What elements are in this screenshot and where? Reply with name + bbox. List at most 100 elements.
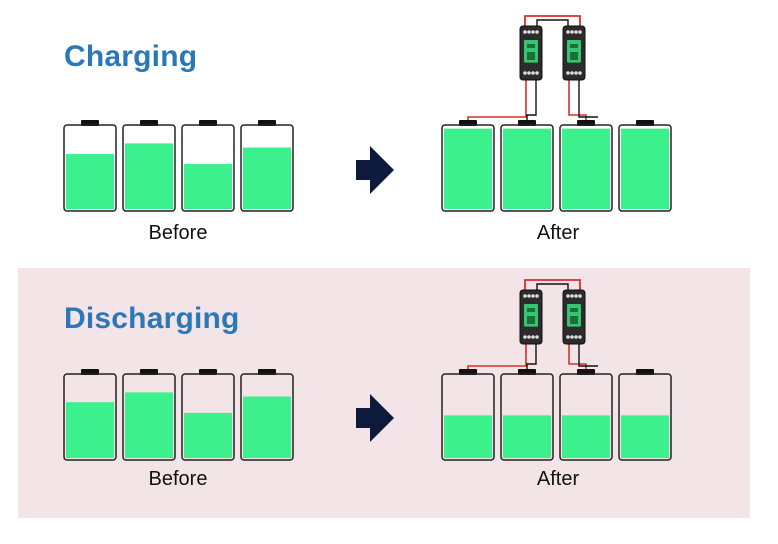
charging-before-label: Before (148, 222, 208, 244)
after-battery-2-outline (500, 373, 554, 461)
after-battery-4 (618, 369, 672, 461)
after-battery-3-fill (562, 415, 610, 458)
balancer-device-icon-1-terminal-dot (523, 71, 527, 75)
balance-wire-1 (467, 344, 527, 370)
balancer-device-icon-2-terminal-dot (570, 294, 574, 298)
balancer-device-icon-2-screen-digits (570, 52, 578, 60)
before-battery-2 (122, 120, 176, 212)
balance-wire-4 (578, 80, 598, 118)
before-battery-2-fill (125, 392, 173, 458)
balancer-device-icon-2-screen-line (570, 44, 578, 48)
before-battery-3-outline (181, 124, 235, 212)
balancer-device-icon-1-terminal-dot (523, 30, 527, 34)
balancer-device-icon-2-terminal-dot (578, 294, 582, 298)
after-battery-4-outline (618, 373, 672, 461)
before-battery-1-fill (66, 154, 114, 209)
before-battery-1 (63, 120, 117, 212)
balancer-device-icon-2-terminal-dot (574, 71, 578, 75)
before-battery-2-outline (122, 373, 176, 461)
balancer-device-icon-2 (562, 25, 586, 81)
balancer-device-icon-2-terminal-dot (566, 294, 570, 298)
balancer-device-icon-2-terminal-dot (574, 294, 578, 298)
charging-after-label: After (536, 222, 580, 244)
before-battery-1-outline (63, 124, 117, 212)
balancer-device-icon-2-terminal-dot (566, 335, 570, 339)
before-battery-1-outline (63, 373, 117, 461)
balance-wire-top (524, 15, 581, 26)
charging-title: Charging (64, 40, 198, 73)
after-battery-2-fill (503, 128, 551, 209)
balancer-device-icon-1-screen-digits (527, 316, 535, 324)
before-battery-2-fill (125, 143, 173, 209)
balancer-device-icon-1-terminal-dot (531, 294, 535, 298)
after-battery-1 (441, 120, 495, 212)
before-battery-4-fill (243, 147, 291, 209)
after-battery-3 (559, 369, 613, 461)
after-battery-4-fill (621, 128, 669, 209)
before-battery-3-fill (184, 163, 232, 209)
charging-panel: Charging Before After (0, 0, 778, 262)
after-battery-1-outline (441, 124, 495, 212)
charging-diagram (63, 15, 672, 212)
discharging-title: Discharging (64, 302, 240, 335)
before-battery-2-outline (122, 124, 176, 212)
before-battery-3-fill (184, 412, 232, 458)
before-battery-1 (63, 369, 117, 461)
right-arrow-icon (356, 146, 394, 194)
discharging-after-label: After (536, 468, 580, 490)
balancer-device-icon-1-terminal-dot (527, 294, 531, 298)
after-battery-4-outline (618, 124, 672, 212)
after-battery-2 (500, 120, 554, 212)
balance-wire-3 (568, 344, 587, 370)
discharging-panel: Discharging Before After (18, 268, 750, 518)
balancer-device-icon-1 (519, 289, 543, 345)
balancer-device-icon-1-terminal-dot (535, 294, 539, 298)
after-battery-3 (559, 120, 613, 212)
balance-wire-top-black (536, 19, 569, 26)
after-battery-1-fill (444, 415, 492, 458)
balancer-device-icon-2-terminal-dot (566, 30, 570, 34)
before-battery-3 (181, 369, 235, 461)
balancer-device-icon-1-terminal-dot (531, 71, 535, 75)
balancer-device-icon-2-terminal-dot (570, 335, 574, 339)
balancer-device-icon-2-terminal-dot (578, 71, 582, 75)
balancer-device-icon-2-terminal-dot (578, 30, 582, 34)
after-battery-3-outline (559, 124, 613, 212)
balancer-device-icon-2-terminal-dot (570, 71, 574, 75)
before-battery-3-outline (181, 373, 235, 461)
right-arrow-icon (356, 394, 394, 442)
discharging-diagram (63, 279, 672, 461)
balancer-device-icon-1 (519, 25, 543, 81)
after-battery-2 (500, 369, 554, 461)
balancer-device-icon-2-terminal-dot (570, 30, 574, 34)
balancer-device-icon-2-terminal-dot (574, 30, 578, 34)
balance-wire-2 (526, 80, 537, 121)
before-battery-4 (240, 120, 294, 212)
balancer-device-icon-1-terminal-dot (531, 30, 535, 34)
balancer-device-icon-1-terminal-dot (523, 294, 527, 298)
after-battery-4-fill (621, 415, 669, 458)
after-battery-3-fill (562, 128, 610, 209)
before-battery-4-fill (243, 396, 291, 458)
balancer-device-icon-1-terminal-dot (527, 335, 531, 339)
balancer-device-icon-2-terminal-dot (574, 335, 578, 339)
balancer-device-icon-1-screen-line (527, 308, 535, 312)
balancer-device-icon-2 (562, 289, 586, 345)
before-battery-1-fill (66, 402, 114, 458)
balance-wire-top (524, 279, 581, 290)
before-battery-3 (181, 120, 235, 212)
after-battery-1-fill (444, 128, 492, 209)
after-battery-1-outline (441, 373, 495, 461)
balance-wire-3 (568, 80, 587, 121)
balancer-device-icon-1-terminal-dot (523, 335, 527, 339)
before-battery-2 (122, 369, 176, 461)
before-battery-4-outline (240, 373, 294, 461)
balancer-device-icon-1-terminal-dot (527, 30, 531, 34)
balancer-device-icon-1-terminal-dot (535, 335, 539, 339)
after-battery-1 (441, 369, 495, 461)
balancer-device-icon-1-terminal-dot (535, 30, 539, 34)
balancer-device-icon-1-terminal-dot (527, 71, 531, 75)
balancer-device-icon-2-screen-digits (570, 316, 578, 324)
balance-wire-2 (526, 344, 537, 370)
after-battery-3-outline (559, 373, 613, 461)
